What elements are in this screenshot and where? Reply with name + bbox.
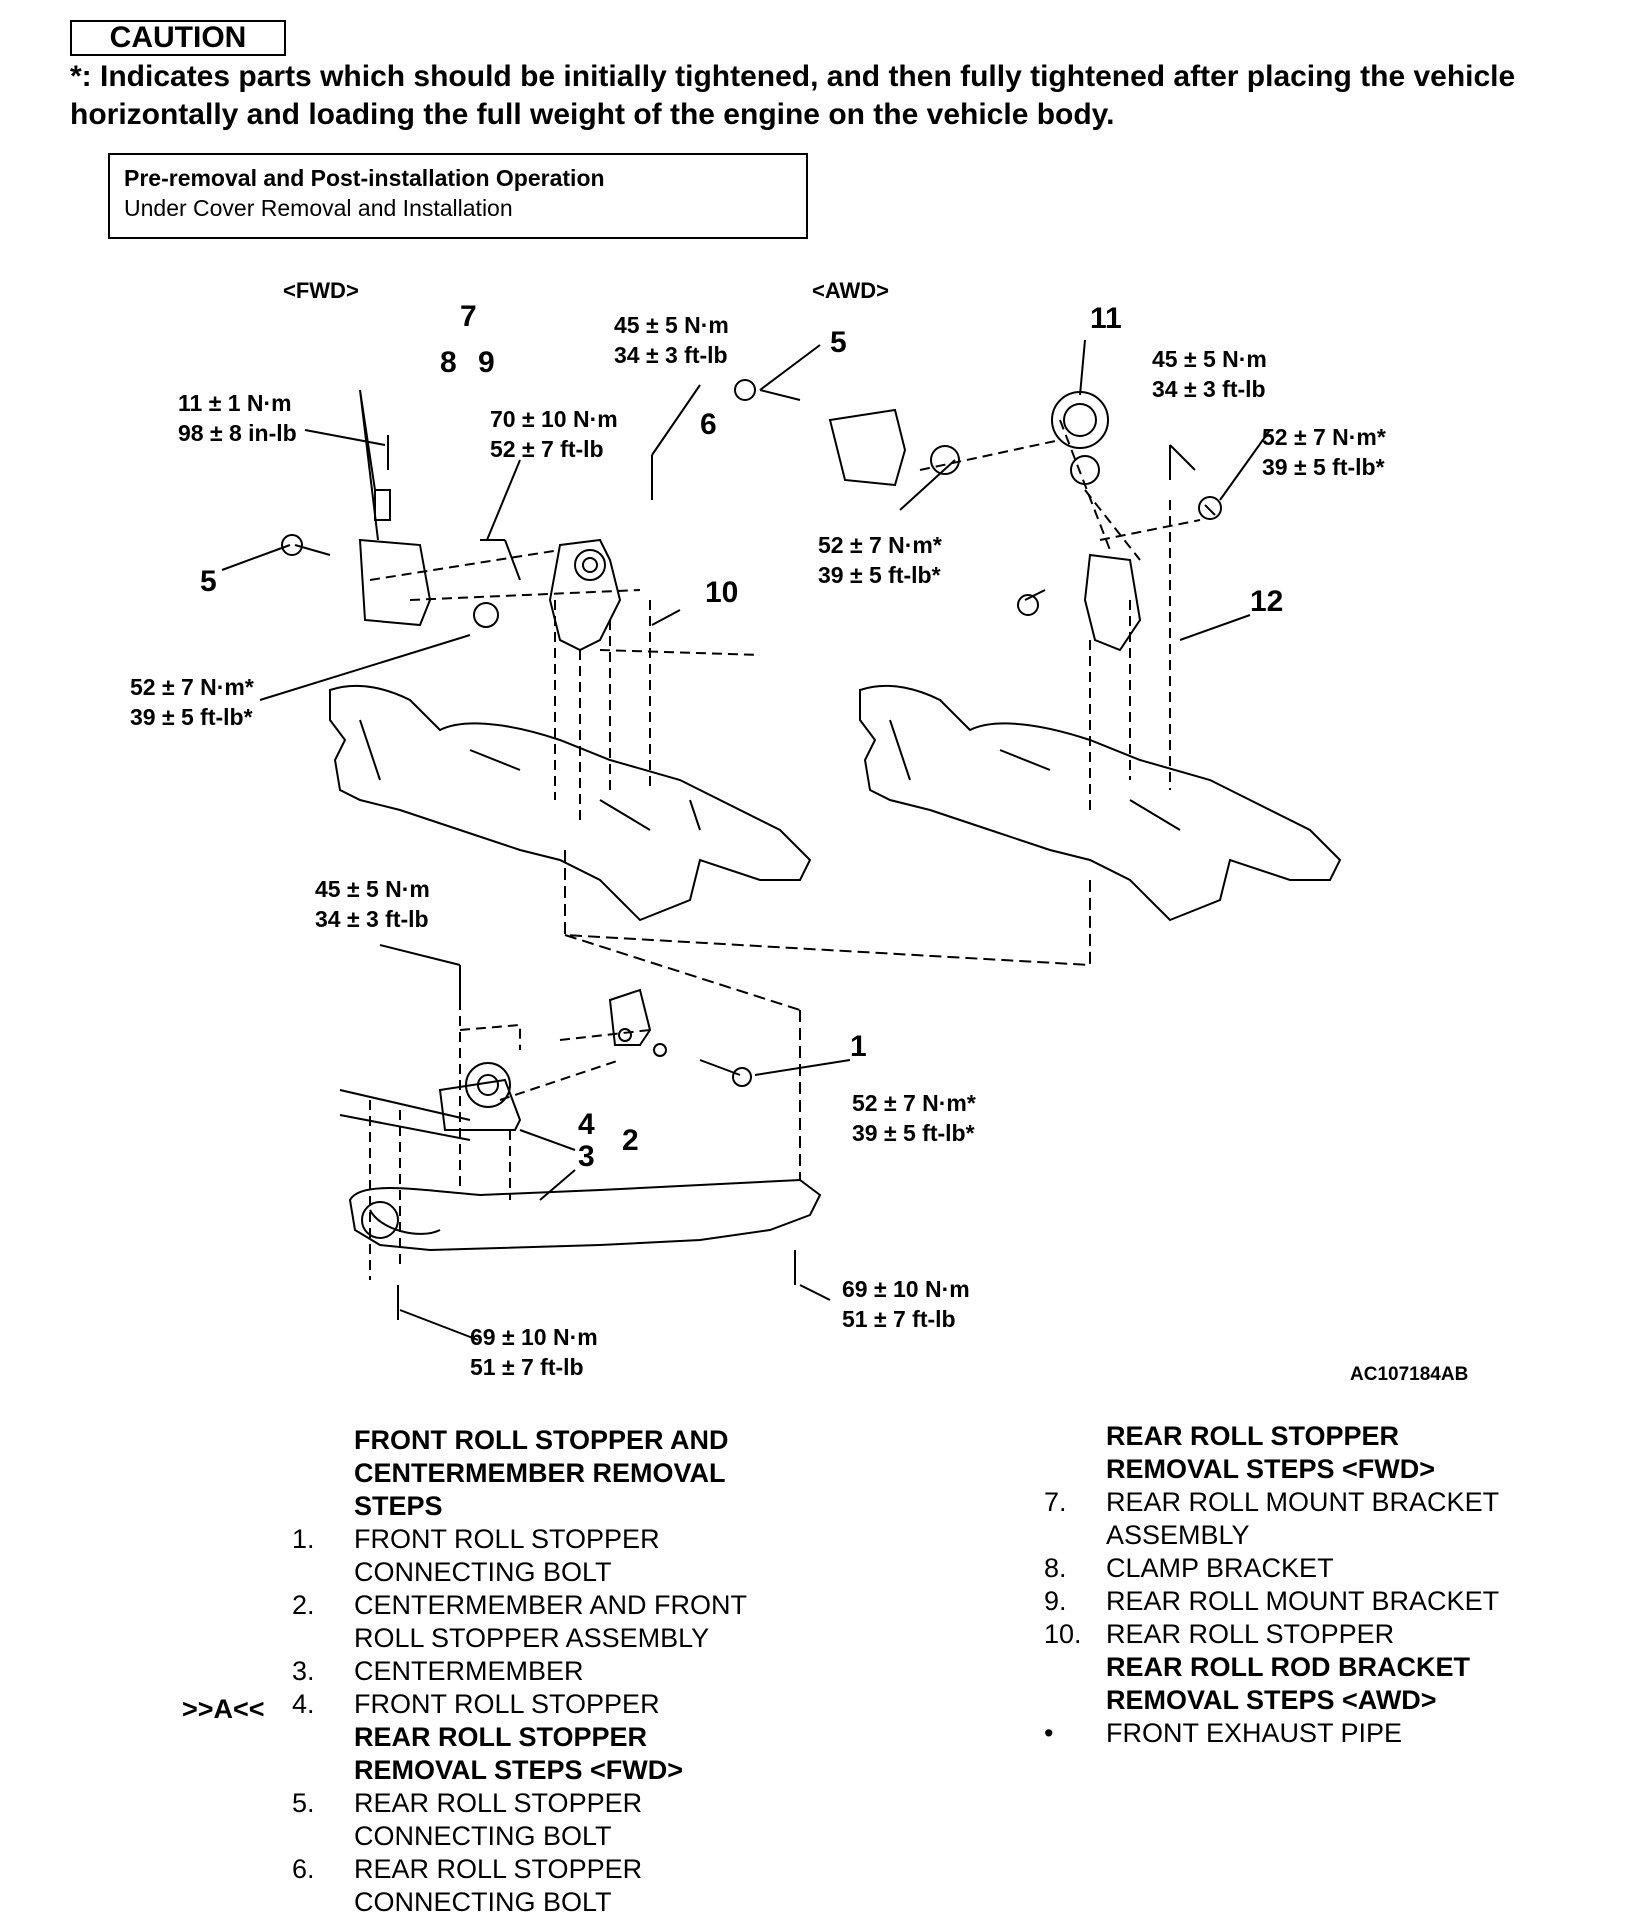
right-heading-1: REAR ROLL STOPPER REMOVAL STEPS <FWD>	[1106, 1421, 1436, 1484]
right-heading-2: REAR ROLL ROD BRACKET REMOVAL STEPS <AWD…	[1106, 1652, 1470, 1715]
torque-52nm-fwd: 52 ± 7 N·m* 39 ± 5 ft-lb*	[130, 674, 254, 730]
callout-3: 3	[578, 1140, 595, 1173]
torque-52nm-awd-b: 52 ± 7 N·m* 39 ± 5 ft-lb*	[1262, 424, 1386, 480]
operation-title: Pre-removal and Post-installation Operat…	[124, 165, 605, 191]
torque-69nm-left: 69 ± 10 N·m 51 ± 7 ft-lb	[470, 1324, 598, 1380]
callout-11: 11	[1090, 302, 1122, 335]
callout-10: 10	[705, 576, 739, 609]
torque-52nm-awd-a: 52 ± 7 N·m* 39 ± 5 ft-lb*	[818, 532, 942, 588]
figure-id: AC107184AB	[1350, 1364, 1469, 1385]
callout-5-awd: 5	[830, 326, 847, 359]
left-heading-1: FRONT ROLL STOPPER AND CENTERMEMBER REMO…	[354, 1425, 729, 1521]
left-steps-list: FRONT ROLL STOPPER AND CENTERMEMBER REMO…	[292, 1424, 774, 1919]
list-item: •FRONT EXHAUST PIPE	[1044, 1718, 1403, 1748]
list-item: 1.FRONT ROLL STOPPER CONNECTING BOLT	[292, 1524, 660, 1587]
callout-2: 2	[622, 1124, 639, 1157]
torque-69nm-right: 69 ± 10 N·m 51 ± 7 ft-lb	[842, 1276, 970, 1332]
caution-label: CAUTION	[70, 20, 286, 56]
list-item: 10.REAR ROLL STOPPER	[1044, 1619, 1395, 1649]
callout-5-fwd: 5	[200, 565, 217, 598]
awd-label: <AWD>	[812, 278, 890, 303]
awd-subframe	[859, 684, 1342, 922]
installation-marker: >>A<<	[182, 1694, 265, 1724]
fwd-subframe	[329, 684, 812, 922]
callout-1: 1	[850, 1030, 867, 1063]
list-item: 9.REAR ROLL MOUNT BRACKET	[1044, 1586, 1500, 1616]
torque-45nm-center: 45 ± 5 N·m 34 ± 3 ft-lb	[315, 876, 430, 932]
torque-52nm-center: 52 ± 7 N·m* 39 ± 5 ft-lb*	[852, 1090, 976, 1146]
callout-12: 12	[1250, 585, 1284, 618]
list-item: 3.CENTERMEMBER	[292, 1656, 584, 1686]
torque-45nm-awd: 45 ± 5 N·m 34 ± 3 ft-lb	[1152, 346, 1267, 402]
torque-70nm: 70 ± 10 N·m 52 ± 7 ft-lb	[490, 406, 618, 462]
torque-45nm-fwd: 45 ± 5 N·m 34 ± 3 ft-lb	[614, 312, 729, 368]
centermember	[348, 1178, 822, 1252]
caution-text: *: Indicates parts which should be initi…	[70, 60, 1516, 131]
fwd-label: <FWD>	[283, 278, 359, 303]
right-steps-list: REAR ROLL STOPPER REMOVAL STEPS <FWD> 7.…	[1044, 1420, 1526, 1750]
list-item: 5.REAR ROLL STOPPER CONNECTING BOLT	[292, 1788, 643, 1851]
callout-8: 8	[440, 346, 457, 379]
list-item: 4.FRONT ROLL STOPPER	[292, 1689, 660, 1719]
callout-9: 9	[478, 346, 495, 379]
operation-item: Under Cover Removal and Installation	[124, 195, 513, 221]
callout-6: 6	[700, 408, 717, 441]
left-heading-2: REAR ROLL STOPPER REMOVAL STEPS <FWD>	[354, 1722, 684, 1785]
callout-4: 4	[578, 1108, 595, 1141]
torque-11nm: 11 ± 1 N·m 98 ± 8 in-lb	[178, 390, 297, 446]
list-item: 2.CENTERMEMBER AND FRONT ROLL STOPPER AS…	[292, 1590, 747, 1653]
callout-7: 7	[460, 300, 477, 333]
list-item: 7.REAR ROLL MOUNT BRACKET ASSEMBLY	[1044, 1487, 1499, 1550]
operation-box: Pre-removal and Post-installation Operat…	[108, 153, 808, 239]
list-item: 8.CLAMP BRACKET	[1044, 1553, 1334, 1583]
list-item: 6.REAR ROLL STOPPER CONNECTING BOLT	[292, 1854, 643, 1917]
